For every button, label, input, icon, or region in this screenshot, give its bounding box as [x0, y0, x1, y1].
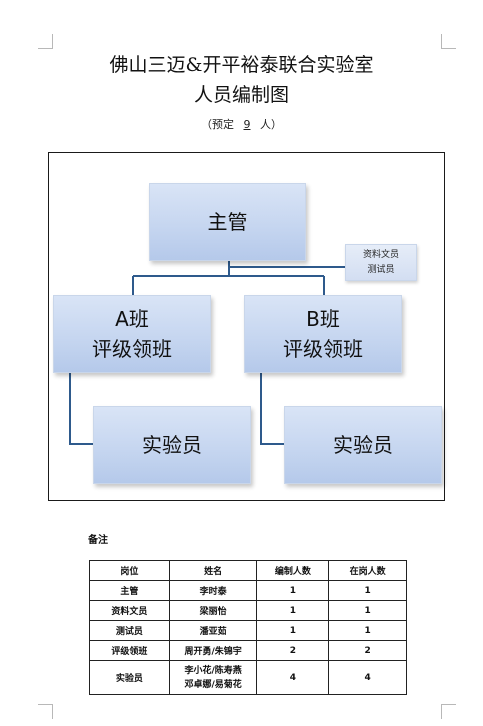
staff-table: 岗位 姓名 编制人数 在岗人数 主管 李时泰 1 1 资料文员 梁丽怡 1 1 …	[89, 560, 407, 695]
team-b-member-label: 实验员	[333, 433, 393, 457]
document-title: 佛山三迈&开平裕泰联合实验室	[109, 54, 374, 76]
cell-planned: 1	[256, 600, 330, 621]
cell-position: 测试员	[89, 620, 170, 641]
connector-team-b-member	[260, 373, 284, 445]
org-chart: 主管 资料文员 测试员 A班 评级领班 B班 评级领班 实验员 实验员	[48, 152, 445, 501]
cell-current: 1	[328, 580, 407, 601]
planned-headcount: （预定 9 人）	[0, 116, 483, 132]
cell-position: 资料文员	[89, 600, 170, 621]
org-box-team-a-member: 实验员	[93, 406, 251, 484]
org-box-team-a: A班 评级领班	[53, 295, 211, 373]
org-assistant-line-1: 资料文员	[362, 249, 399, 260]
table-row: 资料文员 梁丽怡 1 1	[89, 600, 407, 621]
crop-mark-top-left	[38, 34, 53, 49]
table-row: 主管 李时泰 1 1	[89, 580, 407, 601]
header-name: 姓名	[168, 560, 258, 581]
header-position: 岗位	[89, 560, 170, 581]
connector-team-a-member	[69, 373, 93, 445]
cell-name: 李小花/陈寿燕 邓卓娜/易菊花	[168, 660, 258, 695]
team-a-name: A班	[115, 307, 149, 331]
header-planned: 编制人数	[256, 560, 330, 581]
crop-mark-bottom-left	[38, 704, 53, 719]
planned-headcount-suffix: 人）	[260, 118, 282, 131]
table-row: 评级领班 周开勇/朱锦宇 2 2	[89, 640, 407, 661]
table-row: 测试员 潘亚茹 1 1	[89, 620, 407, 641]
cell-position: 实验员	[89, 660, 170, 695]
org-head-label: 主管	[207, 210, 248, 234]
org-assistant-line-2: 测试员	[367, 264, 395, 275]
header-current: 在岗人数	[328, 560, 407, 581]
cell-name: 李时泰	[168, 580, 258, 601]
cell-name-line: 邓卓娜/易菊花	[184, 679, 242, 690]
team-b-role: 评级领班	[283, 337, 363, 361]
cell-current: 2	[328, 640, 407, 661]
crop-mark-bottom-right	[441, 704, 456, 719]
cell-name: 周开勇/朱锦宇	[168, 640, 258, 661]
cell-position: 主管	[89, 580, 170, 601]
cell-current: 1	[328, 620, 407, 641]
table-row: 实验员 李小花/陈寿燕 邓卓娜/易菊花 4 4	[89, 660, 407, 695]
cell-current: 4	[328, 660, 407, 695]
org-box-assistant: 资料文员 测试员	[345, 244, 417, 281]
cell-name: 梁丽怡	[168, 600, 258, 621]
cell-current: 1	[328, 600, 407, 621]
crop-mark-top-right	[441, 34, 456, 49]
team-a-role: 评级领班	[92, 337, 172, 361]
cell-planned: 1	[256, 580, 330, 601]
planned-headcount-prefix: （预定	[201, 118, 234, 131]
cell-position: 评级领班	[89, 640, 170, 661]
staff-table-header-row: 岗位 姓名 编制人数 在岗人数	[89, 560, 407, 581]
document-subtitle-heading: 人员编制图	[193, 84, 289, 106]
team-a-member-label: 实验员	[142, 433, 202, 457]
org-box-team-b-member: 实验员	[284, 406, 442, 484]
cell-name-line: 李小花/陈寿燕	[184, 665, 242, 676]
remark-label: 备注	[88, 535, 108, 546]
org-box-head: 主管	[149, 183, 306, 261]
cell-planned: 1	[256, 620, 330, 641]
org-box-team-b: B班 评级领班	[244, 295, 402, 373]
cell-planned: 2	[256, 640, 330, 661]
org-chart-connectors	[69, 233, 345, 445]
cell-planned: 4	[256, 660, 330, 695]
cell-name: 潘亚茹	[168, 620, 258, 641]
team-b-name: B班	[306, 307, 340, 331]
planned-headcount-value: 9	[243, 118, 251, 131]
